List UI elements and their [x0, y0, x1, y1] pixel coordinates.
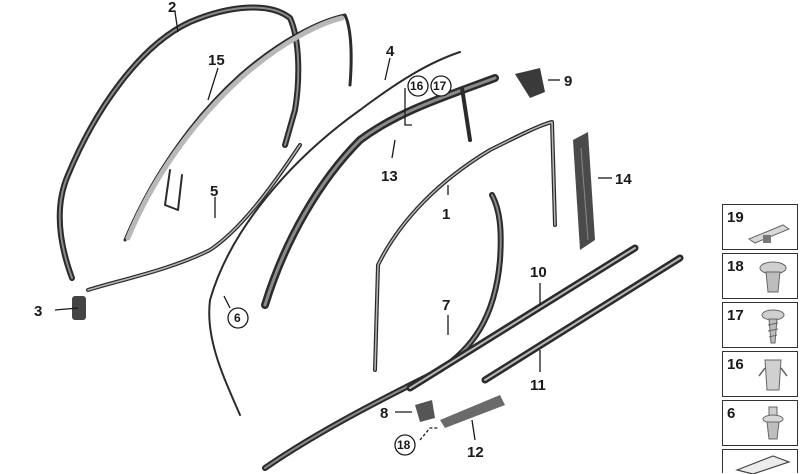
part-11-outer-beltline [481, 254, 684, 384]
svg-text:17: 17 [433, 79, 447, 93]
callout-1: 1 [442, 206, 450, 223]
part-9-corner-piece [515, 68, 545, 98]
part-1-glass-run [373, 120, 557, 372]
push-rivet-icon [759, 261, 787, 293]
legend-number: 17 [727, 307, 744, 324]
bracket-icon [735, 455, 791, 474]
legend-item: 19 [722, 204, 798, 250]
callout-3: 3 [34, 303, 42, 320]
svg-text:6: 6 [234, 311, 241, 325]
part-4-door-seal [208, 51, 461, 416]
part-7-lower-pillar-seal [262, 192, 504, 471]
legend-number: 16 [727, 356, 744, 373]
callout-2: 2 [168, 0, 176, 16]
spring-clip-icon [758, 359, 788, 391]
trim-clip-icon [747, 224, 791, 244]
callout-13: 13 [381, 168, 398, 185]
callout-10: 10 [530, 264, 547, 281]
part-10-beltline-strip [406, 244, 639, 392]
part-15-window-frame [123, 13, 353, 242]
part-5-lower-seal [86, 143, 302, 292]
fastener-legend: 19 18 17 16 6 [722, 204, 800, 474]
part-8-bracket [415, 400, 435, 422]
part-13-window-channel [261, 74, 499, 309]
legend-number: 19 [727, 209, 744, 226]
callout-17-circled: 17 [430, 75, 452, 97]
part-12-trim-end [440, 395, 505, 428]
legend-item: 18 [722, 253, 798, 299]
expanding-rivet-icon [762, 406, 784, 440]
callout-7: 7 [442, 297, 450, 314]
part-3-clip [72, 296, 86, 320]
legend-item: 17 [722, 302, 798, 348]
callout-6-circled: 6 [227, 307, 249, 329]
legend-item [722, 449, 798, 474]
part-14-pillar-trim [573, 132, 595, 250]
callout-14: 14 [615, 171, 632, 188]
callout-8: 8 [380, 405, 388, 422]
callout-11: 11 [530, 377, 546, 394]
legend-item: 6 [722, 400, 798, 446]
callout-4: 4 [386, 43, 395, 60]
callout-18-circled: 18 [394, 434, 416, 456]
callout-16-circled: 16 [407, 75, 429, 97]
leader-lines [54, 11, 612, 441]
callout-15: 15 [208, 52, 225, 69]
legend-number: 6 [727, 405, 736, 422]
svg-text:16: 16 [410, 79, 424, 93]
svg-text:18: 18 [397, 438, 411, 452]
legend-item: 16 [722, 351, 798, 397]
callout-9: 9 [564, 73, 572, 90]
screw-icon [761, 309, 785, 344]
legend-number: 18 [727, 258, 744, 275]
callout-12: 12 [467, 444, 484, 461]
callout-5: 5 [210, 183, 218, 200]
